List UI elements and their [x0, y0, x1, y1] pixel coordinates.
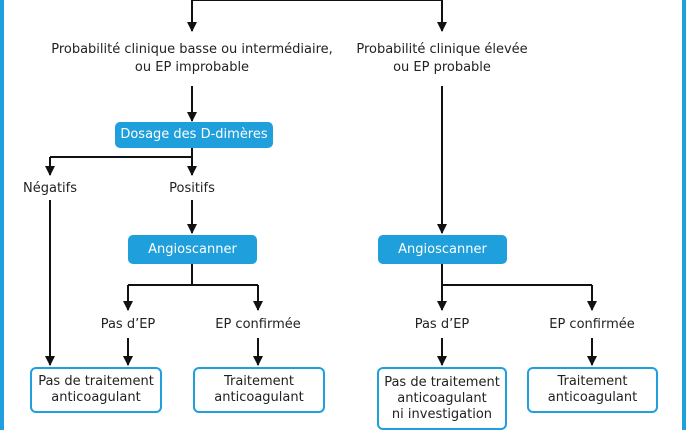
ddimer-box: Dosage des D-dimères [115, 122, 273, 148]
outcome-treatment-right-line2: anticoagulant [547, 390, 638, 405]
pas-ep-right-label: Pas d’EP [414, 317, 470, 332]
outcome-no-treatment-left: Pas de traitement anticoagulant [30, 367, 162, 413]
outcome-treatment-right: Traitement anticoagulant [527, 367, 658, 413]
ep-confirmee-right-label: EP confirmée [549, 317, 635, 332]
outcome-treatment-left-line2: anticoagulant [214, 390, 304, 405]
outcome-no-treatment-left-line2: anticoagulant [51, 390, 141, 405]
negatifs-label: Négatifs [23, 181, 77, 196]
branch-left-label: Probabilité clinique basse ou intermédia… [40, 41, 344, 77]
pas-ep-left-label: Pas d’EP [100, 317, 156, 332]
outcome-no-treatment-right-line1: Pas de traitement [384, 374, 500, 390]
outcome-no-treatment-right: Pas de traitement anticoagulant ni inves… [377, 367, 507, 430]
angioscanner-right-box: Angioscanner [378, 235, 507, 264]
branch-left-line1: Probabilité clinique basse ou intermédia… [51, 42, 333, 57]
branch-right-line1: Probabilité clinique élevée [356, 42, 528, 57]
outcome-treatment-left: Traitement anticoagulant [193, 367, 325, 413]
outcome-treatment-right-line1: Traitement [557, 374, 628, 389]
ep-confirmee-left-label: EP confirmée [215, 317, 301, 332]
branch-right-label: Probabilité clinique élevée ou EP probab… [342, 41, 542, 77]
angioscanner-left-box: Angioscanner [128, 235, 257, 264]
outcome-no-treatment-right-line2: anticoagulant [397, 390, 487, 406]
outcome-no-treatment-right-line3: ni investigation [391, 406, 493, 422]
outcome-treatment-left-line1: Traitement [223, 374, 295, 389]
branch-right-line2: ou EP probable [393, 60, 491, 75]
outcome-no-treatment-left-line1: Pas de traitement [38, 374, 154, 389]
positifs-label: Positifs [169, 181, 215, 196]
connector-angio-left-split [128, 264, 258, 286]
branch-left-line2: ou EP improbable [134, 60, 250, 75]
connector-ddimer-split [50, 148, 193, 158]
connector-angio-right-split [441, 264, 592, 286]
